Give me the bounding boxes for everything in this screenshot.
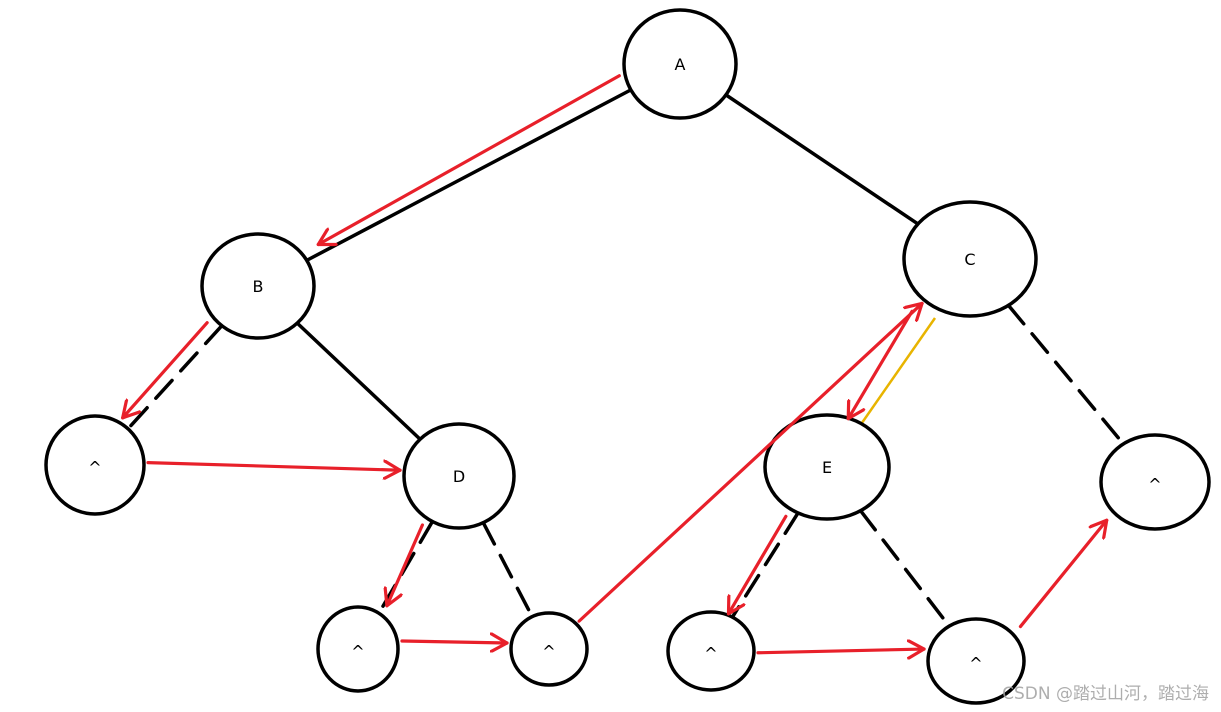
tree-edge-B-nb [126,323,224,431]
thread-arrow-E-ne1 [726,514,788,616]
node-circle [509,611,589,687]
tree-nodes: A B C ^ D E ^ ^ ^ ^ ^ [44,8,1211,705]
tree-node-D: D [402,422,516,530]
tree-edge-E-ne2 [858,508,951,628]
tree-edge-D-nd2 [481,520,534,619]
tree-edge-A-B [304,88,633,263]
node-label: E [822,458,832,477]
tree-node-nd2: ^ [509,611,589,687]
node-label: ^ [542,642,555,661]
highlight-mark [855,317,937,431]
tree-node-E: E [763,413,891,521]
node-label: D [453,467,465,486]
thread-arrow-ne2-nc [1018,518,1109,629]
tree-node-nc: ^ [1099,433,1211,531]
node-label: ^ [1148,475,1161,494]
tree-edge-D-nd1 [377,519,435,615]
node-label: ^ [969,654,982,673]
node-circle [1099,433,1211,531]
tree-node-nd1: ^ [316,605,400,693]
node-circle [402,422,516,530]
tree-node-ne2: ^ [926,617,1026,705]
tree-node-B: B [200,232,316,340]
thread-arrow-nd1-nd2 [400,641,509,643]
node-label: ^ [351,642,364,661]
tree-edge-A-C [724,93,920,226]
tree-edges [126,88,1126,628]
tree-node-A: A [622,8,738,120]
node-label: C [964,250,975,269]
node-circle [200,232,316,340]
node-circle [666,610,756,692]
thread-arrow-C-E [846,309,914,421]
tree-edge-B-D [295,321,422,441]
thread-arrow-ne1-ne2 [756,649,926,653]
thread-arrow-nb-D [146,463,402,471]
watermark: CSDN @踏过山河，踏过海 [1002,684,1209,704]
node-circle [926,617,1026,705]
tree-node-C: C [902,200,1038,318]
thread-arrow-nd2-C [577,301,924,623]
node-label: A [675,55,686,74]
node-circle [763,413,891,521]
thread-arrow-A-B [316,74,621,245]
highlight-stroke [855,317,937,431]
tree-node-ne1: ^ [666,610,756,692]
thread-arrow-D-nd1 [387,523,425,608]
node-label: ^ [88,458,101,477]
tree-edge-E-ne1 [730,511,800,619]
node-label: B [253,277,264,296]
thread-arrow-B-nb [121,321,209,420]
tree-node-nb: ^ [44,414,146,516]
node-circle [44,414,146,516]
node-circle [902,200,1038,318]
node-circle [316,605,400,693]
node-circle [622,8,738,120]
node-label: ^ [704,644,717,663]
tree-edge-C-nc [1006,303,1126,446]
thread-arrows [121,74,1109,653]
